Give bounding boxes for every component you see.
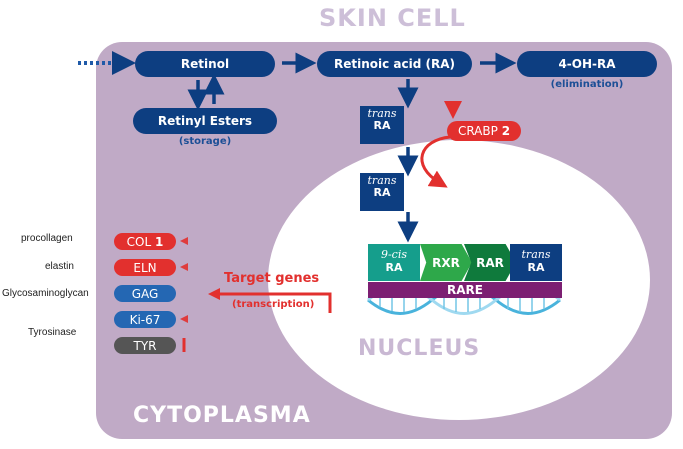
- glycosaminoglycan-label: Glycosaminoglycan: [2, 288, 89, 299]
- receptor-complex: 9-cis RA RXR RAR trans RA: [368, 244, 562, 281]
- skin-cell-title: SKIN CELL: [319, 4, 466, 32]
- gene-tyr: TYR: [114, 337, 176, 354]
- trans-ra-1-bold: RA: [373, 119, 391, 132]
- gene-gag: GAG: [114, 285, 176, 302]
- transcription-label: (transcription): [232, 299, 315, 310]
- procollagen-label: procollagen: [21, 233, 73, 244]
- rar-segment: RAR: [464, 244, 516, 281]
- nine-cis-italic: 9-cis: [380, 248, 408, 261]
- target-genes-arrowhead: [208, 288, 220, 300]
- nucleus-label: NUCLEUS: [358, 336, 481, 361]
- elimination-label: (elimination): [550, 79, 624, 90]
- receptor-trans-bold: RA: [527, 261, 545, 274]
- transcription-line: [220, 292, 332, 313]
- tyrosinase-label: Tyrosinase: [28, 327, 77, 338]
- trans-ra-box-2: trans RA: [360, 173, 404, 211]
- trans-ra-segment: trans RA: [510, 244, 562, 281]
- trans-ra-1-italic: trans: [367, 107, 397, 120]
- rare-bar: RARE: [368, 282, 562, 298]
- elastin-label: elastin: [45, 261, 74, 272]
- gene-col1: COL 1: [114, 233, 176, 250]
- rxr-segment: RXR: [420, 244, 472, 281]
- gene-eln: ELN: [114, 259, 176, 276]
- gene-col1-num: 1: [154, 234, 164, 249]
- nine-cis-ra-segment: 9-cis RA: [368, 244, 420, 281]
- gene-ki67: Ki-67: [114, 311, 176, 328]
- crabp-curve-arrow: [420, 135, 451, 188]
- crabp-number: 2: [501, 124, 511, 138]
- oh-ra-node: 4-OH-RA: [517, 51, 657, 77]
- retinyl-esters-node: Retinyl Esters: [133, 108, 277, 134]
- target-genes-label: Target genes: [224, 271, 320, 286]
- gene-col1-name: COL: [126, 234, 152, 249]
- retinol-node: Retinol: [135, 51, 275, 77]
- crabp-label: CRABP: [457, 124, 498, 138]
- trans-ra-box-1: trans RA: [360, 106, 404, 144]
- storage-label: (storage): [178, 136, 232, 147]
- crabp2-badge: CRABP 2: [447, 121, 521, 141]
- trans-ra-2-italic: trans: [367, 174, 397, 187]
- receptor-trans-italic: trans: [521, 248, 551, 261]
- retinoic-acid-node: Retinoic acid (RA): [317, 51, 472, 77]
- cytoplasma-label: CYTOPLASMA: [133, 403, 311, 428]
- nine-cis-bold: RA: [385, 261, 403, 274]
- trans-ra-2-bold: RA: [373, 186, 391, 199]
